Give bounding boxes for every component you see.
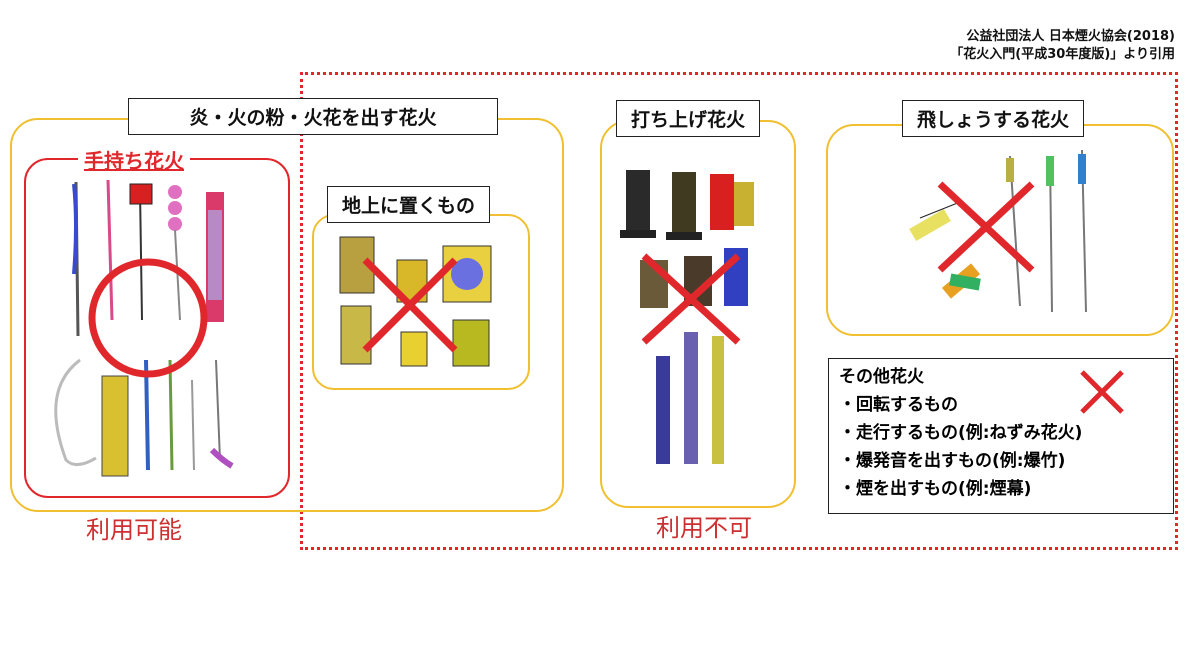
handheld-fireworks-illustration	[54, 179, 234, 477]
unusable-caption: 利用不可	[656, 514, 752, 542]
source-line-2: 「花火入門(平成30年度版)」より引用	[950, 47, 1175, 62]
source-citation: 公益社団法人 日本煙火協会(2018) 「花火入門(平成30年度版)」より引用	[835, 28, 1175, 64]
ground-cross-mark-b	[362, 257, 458, 353]
other-fireworks-title: その他花火	[839, 367, 924, 387]
source-line-1: 公益社団法人 日本煙火協会(2018)	[966, 29, 1175, 44]
ground-group-label: 地上に置くもの	[327, 186, 491, 223]
other-item-rotating: ・回転するもの	[839, 395, 958, 415]
hisho-cross-mark-b	[937, 181, 1035, 273]
unusable-region	[300, 72, 1178, 550]
handheld-label: 手持ち花火	[78, 145, 190, 174]
uchiage-cross-mark-b	[641, 253, 741, 345]
other-item-smoke: ・煙を出すもの(例:煙幕)	[839, 479, 1032, 499]
hisho-group-label: 飛しょうする花火	[902, 100, 1085, 137]
other-fireworks-box: その他花火 ・回転するもの ・走行するもの(例:ねずみ花火) ・爆発音を出すもの…	[828, 358, 1174, 514]
uchiage-fireworks-illustration	[620, 170, 754, 464]
ground-fireworks-illustration	[339, 236, 492, 367]
other-item-explosive: ・爆発音を出すもの(例:爆竹)	[839, 451, 1066, 471]
usable-circle-mark	[88, 258, 208, 378]
other-cross-mark	[1080, 370, 1124, 414]
hisho-fireworks-illustration	[909, 149, 1087, 313]
uchiage-group-label: 打ち上げ花火	[616, 100, 761, 137]
sparks-group-label: 炎・火の粉・火花を出す花火	[128, 98, 498, 135]
handheld-sticks-bottom	[54, 358, 234, 477]
handheld-sticks-top	[72, 179, 224, 337]
usable-caption: 利用可能	[86, 516, 182, 544]
other-item-moving: ・走行するもの(例:ねずみ花火)	[839, 423, 1083, 443]
